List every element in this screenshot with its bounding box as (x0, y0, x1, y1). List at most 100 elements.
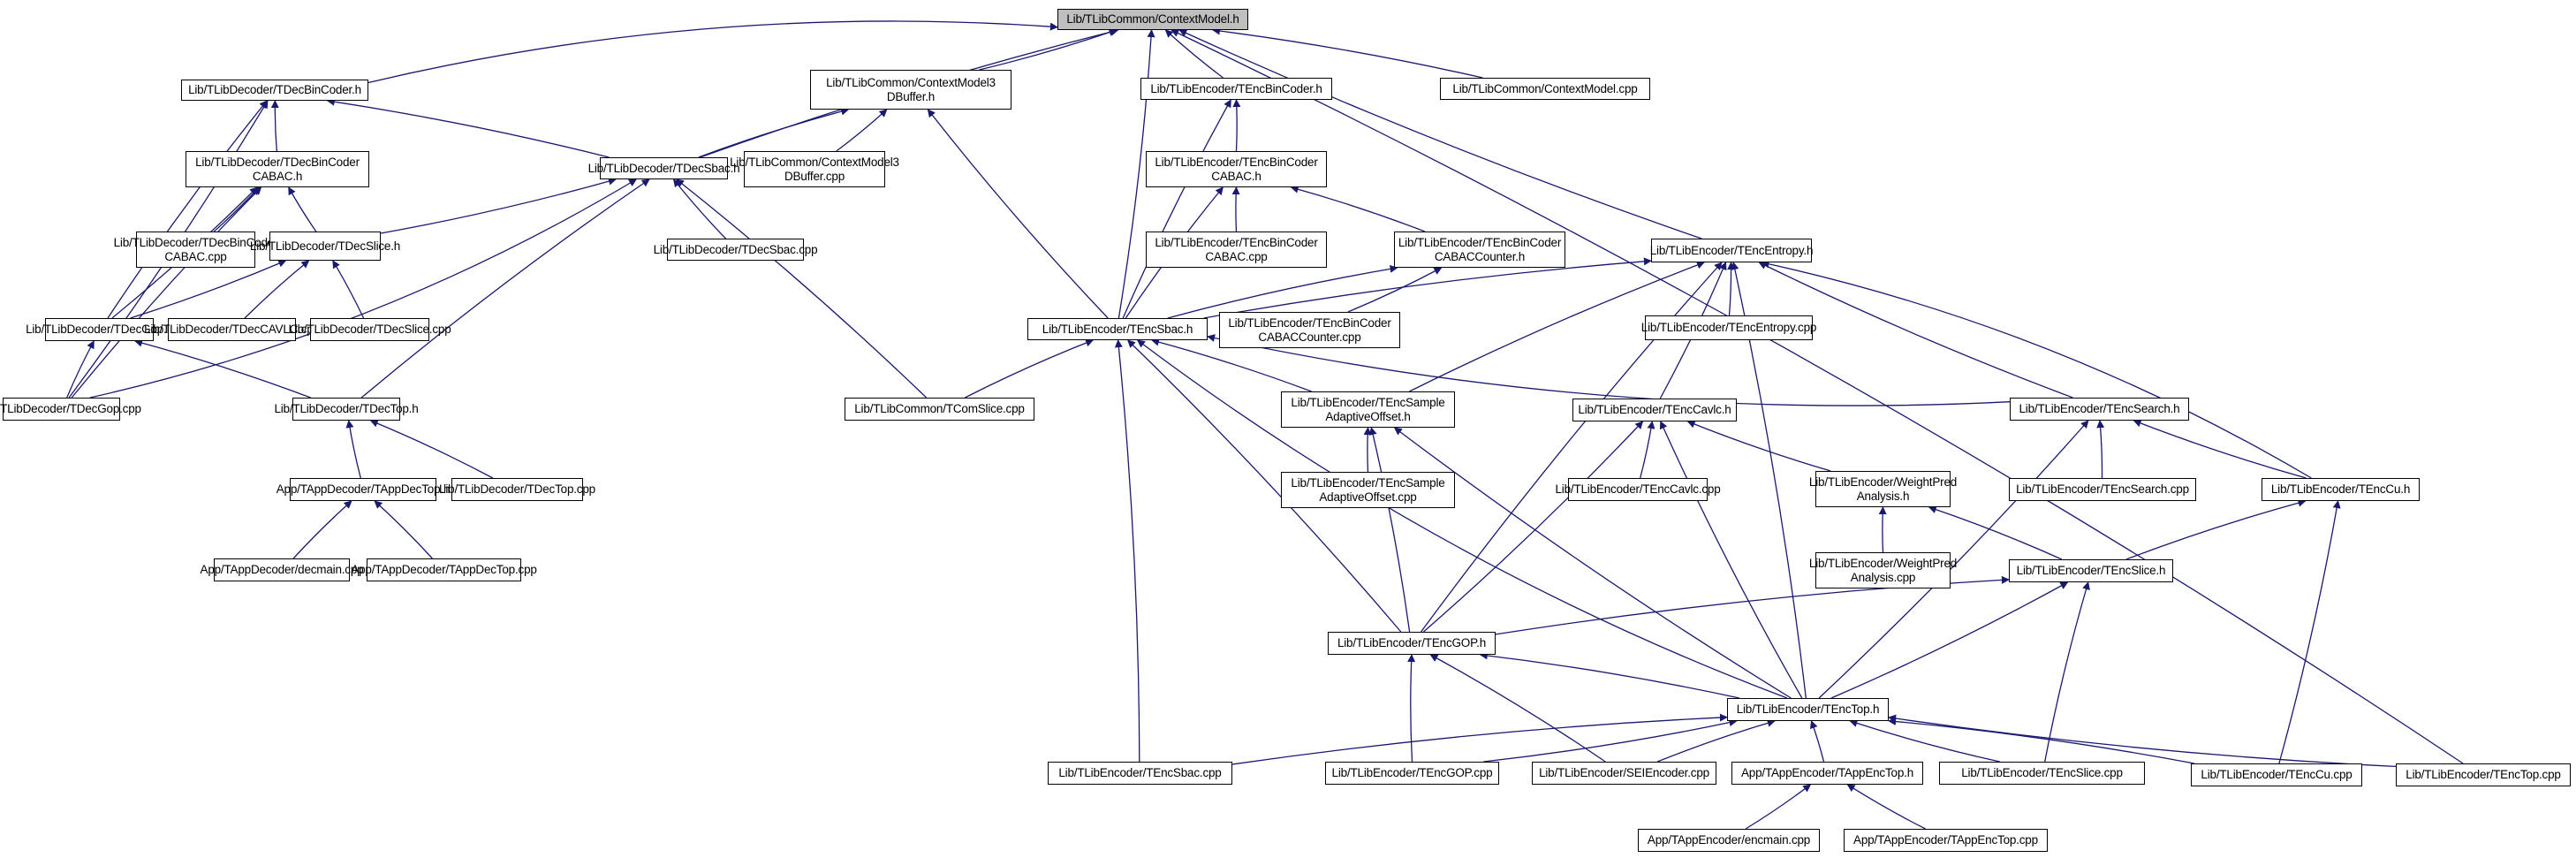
graph-node-tenctop-h[interactable]: Lib/TLibEncoder/TEncTop.h (1727, 698, 1889, 721)
graph-node-tappdectop-cpp[interactable]: App/TAppDecoder/TAppDecTop.cpp (351, 558, 537, 581)
graph-node-label: Lib/TLibEncoder/TEncSlice.cpp (1961, 766, 2123, 779)
graph-node-tappenctop-cpp[interactable]: App/TAppEncoder/TAppEncTop.cpp (1844, 829, 2048, 852)
graph-node-label: Lib/TLibDecoder/TDecSlice.h (249, 239, 401, 253)
graph-node-tencbincabac-h[interactable]: Lib/TLibEncoder/TEncBinCoder CABAC.h (1146, 151, 1327, 187)
include-edge (1212, 27, 1483, 79)
include-edge (1347, 267, 1443, 313)
graph-node-label: Lib/TLibCommon/ContextModel3 DBuffer.cpp (730, 155, 899, 183)
graph-node-label: Lib/TLibEncoder/TEncTop.cpp (2406, 768, 2561, 781)
graph-node-label: App/TAppDecoder/decmain.cpp (200, 563, 364, 576)
graph-node-tencgop-h[interactable]: Lib/TLibEncoder/TEncGOP.h (1328, 632, 1496, 655)
graph-node-tdecslice-cpp[interactable]: Lib/TLibDecoder/TDecSlice.cpp (288, 318, 451, 341)
include-edge (1758, 262, 2073, 399)
graph-node-tencsao-h[interactable]: Lib/TLibEncoder/TEncSample AdaptiveOffse… (1281, 391, 1455, 428)
include-edge (965, 338, 1095, 399)
include-edge (927, 109, 1109, 319)
graph-node-tdecgop-h[interactable]: Lib/TLibDecoder/TDecGop.h (26, 318, 173, 341)
graph-node-label: Lib/TLibEncoder/TEncGOP.h (1337, 636, 1487, 649)
graph-node-tencentropy-cpp[interactable]: Lib/TLibEncoder/TEncEntropy.cpp (1641, 315, 1816, 340)
graph-node-label: Lib/TLibEncoder/TEncSbac.h (1042, 322, 1193, 336)
include-edge (244, 260, 310, 319)
include-edge (1846, 784, 1926, 830)
include-edge (1745, 784, 1812, 830)
include-edge (1656, 718, 1776, 763)
include-edge (2133, 419, 2307, 479)
graph-node-tencentropy-h[interactable]: Lib/TLibEncoder/TEncEntropy.h (1650, 239, 1813, 262)
graph-node-tenccu-cpp[interactable]: Lib/TLibEncoder/TEncCu.cpp (2191, 763, 2362, 786)
graph-node-tenccu-h[interactable]: Lib/TLibEncoder/TEncCu.h (2262, 478, 2420, 501)
graph-node-decmain-cpp[interactable]: App/TAppDecoder/decmain.cpp (201, 558, 364, 581)
graph-node-seiencoder-cpp[interactable]: Lib/TLibEncoder/SEIEncoder.cpp (1532, 762, 1716, 785)
include-edge (1118, 29, 1155, 319)
include-edge (1830, 581, 2069, 699)
include-edge (107, 100, 268, 319)
include-edge (1761, 260, 2312, 479)
include-edge (1393, 427, 1792, 699)
include-edge (1167, 264, 1398, 319)
graph-node-tdecbincoder-h[interactable]: Lib/TLibDecoder/TDecBinCoder.h (181, 80, 368, 101)
graph-node-label: Lib/TLibEncoder/TEncSearch.cpp (2016, 482, 2189, 496)
include-edge (1290, 185, 1426, 232)
graph-node-label: Lib/TLibEncoder/TEncCu.cpp (2201, 768, 2352, 781)
graph-node-label: Lib/TLibCommon/TComSlice.cpp (854, 402, 1025, 415)
graph-node-wpa-cpp[interactable]: Lib/TLibEncoder/WeightPred Analysis.cpp (1809, 552, 1957, 588)
include-edge (270, 100, 279, 152)
graph-node-tencslice-h[interactable]: Lib/TLibEncoder/TEncSlice.h (2009, 559, 2173, 582)
graph-node-tdecsbac-h[interactable]: Lib/TLibDecoder/TDecSbac.h (588, 157, 740, 179)
include-edge (332, 260, 365, 319)
include-edge (374, 500, 433, 559)
graph-node-cm-cpp[interactable]: Lib/TLibCommon/ContextModel.cpp (1440, 78, 1650, 100)
graph-node-encmain-cpp[interactable]: App/TAppEncoder/encmain.cpp (1638, 829, 1820, 852)
include-edge (672, 178, 726, 239)
graph-node-root[interactable]: Lib/TLibCommon/ContextModel.h (1057, 9, 1248, 30)
graph-node-tencbincabaccnt-h[interactable]: Lib/TLibEncoder/TEncBinCoder CABACCounte… (1394, 232, 1565, 268)
include-edge (1888, 718, 2194, 764)
graph-node-tdeccavlc-cpp[interactable]: Lib/TLibDecoder/TDecCAVLC.cpp (144, 318, 320, 341)
graph-node-tdectop-h[interactable]: Lib/TLibDecoder/TDecTop.h (274, 398, 419, 421)
graph-node-tappenctop-h[interactable]: App/TAppEncoder/TAppEncTop.h (1731, 762, 1923, 785)
graph-node-tdectop-cpp[interactable]: Lib/TLibDecoder/TDecTop.cpp (439, 478, 595, 501)
graph-node-label: Lib/TLibDecoder/TDecSbac.cpp (653, 242, 818, 256)
graph-node-label: Lib/TLibDecoder/TDecBinCoder.h (188, 83, 361, 96)
graph-node-tencsearch-cpp[interactable]: Lib/TLibEncoder/TEncSearch.cpp (2009, 478, 2196, 501)
graph-node-tencbincabac-cpp[interactable]: Lib/TLibEncoder/TEncBinCoder CABAC.cpp (1146, 232, 1327, 268)
graph-node-tencgop-cpp[interactable]: Lib/TLibEncoder/TEncGOP.cpp (1325, 762, 1499, 785)
include-edge (380, 177, 617, 234)
include-edge (1423, 421, 1644, 633)
graph-node-label: App/TAppEncoder/TAppEncTop.h (1740, 766, 1914, 779)
graph-node-tdecsbac-cpp[interactable]: Lib/TLibDecoder/TDecSbac.cpp (654, 239, 818, 261)
graph-node-tencbincoder-h[interactable]: Lib/TLibEncoder/TEncBinCoder.h (1140, 78, 1332, 100)
graph-node-tcomslice-cpp[interactable]: Lib/TLibCommon/TComSlice.cpp (845, 398, 1034, 421)
graph-node-tenccavlc-cpp[interactable]: Lib/TLibEncoder/TEncCavlc.cpp (1555, 478, 1721, 501)
graph-node-tencsbac-cpp[interactable]: Lib/TLibEncoder/TEncSbac.cpp (1048, 762, 1232, 785)
graph-node-tappdectop-h[interactable]: App/TAppDecoder/TAppDecTop.h (277, 478, 450, 501)
include-edge (1122, 99, 1231, 319)
graph-node-tdecslice-h[interactable]: Lib/TLibDecoder/TDecSlice.h (250, 232, 400, 261)
include-edge (2096, 420, 2105, 479)
graph-node-tencslice-cpp[interactable]: Lib/TLibEncoder/TEncSlice.cpp (1939, 762, 2145, 785)
include-edge (369, 419, 494, 479)
graph-node-tencsao-cpp[interactable]: Lib/TLibEncoder/TEncSample AdaptiveOffse… (1281, 472, 1455, 508)
graph-node-label: Lib/TLibEncoder/TEncBinCoder CABAC.cpp (1155, 235, 1318, 263)
graph-node-tdecbincabac-h[interactable]: Lib/TLibDecoder/TDecBinCoder CABAC.h (186, 151, 369, 187)
graph-node-label: Lib/TLibDecoder/TDecSbac.h (587, 161, 740, 175)
include-edge (1407, 654, 1416, 763)
graph-node-label: Lib/TLibDecoder/TDecTop.h (274, 402, 419, 415)
graph-node-cm3db-cpp[interactable]: Lib/TLibCommon/ContextModel3 DBuffer.cpp (730, 151, 899, 187)
graph-node-tencsearch-h[interactable]: Lib/TLibEncoder/TEncSearch.h (2010, 398, 2189, 421)
graph-node-cm3db-h[interactable]: Lib/TLibCommon/ContextModel3 DBuffer.h (810, 70, 1011, 110)
include-edge (1178, 29, 1702, 239)
graph-node-wpa-h[interactable]: Lib/TLibEncoder/WeightPred Analysis.h (1809, 471, 1957, 507)
graph-node-tenccavlc-h[interactable]: Lib/TLibEncoder/TEncCavlc.h (1572, 399, 1737, 421)
include-edge (1127, 339, 1402, 633)
graph-node-tdecbincabac-cpp[interactable]: Lib/TLibDecoder/TDecBinCoder CABAC.cpp (114, 232, 278, 268)
graph-node-label: Lib/TLibEncoder/WeightPred Analysis.cpp (1808, 556, 1958, 584)
include-edge (1818, 420, 2089, 699)
graph-node-tencsbac-h[interactable]: Lib/TLibEncoder/TEncSbac.h (1027, 318, 1208, 340)
graph-node-tenctop-cpp[interactable]: Lib/TLibEncoder/TEncTop.cpp (2396, 763, 2571, 786)
graph-node-tdecgop-cpp[interactable]: Lib/TLibDecoder/TDecGop.cpp (0, 398, 141, 421)
graph-node-label: Lib/TLibEncoder/TEncCu.h (2270, 482, 2411, 496)
graph-node-label: Lib/TLibEncoder/TEncBinCoder CABAC.h (1155, 155, 1318, 183)
include-edge (698, 107, 850, 158)
graph-node-tencbincabaccnt-cpp[interactable]: Lib/TLibEncoder/TEncBinCoder CABACCounte… (1219, 312, 1400, 348)
